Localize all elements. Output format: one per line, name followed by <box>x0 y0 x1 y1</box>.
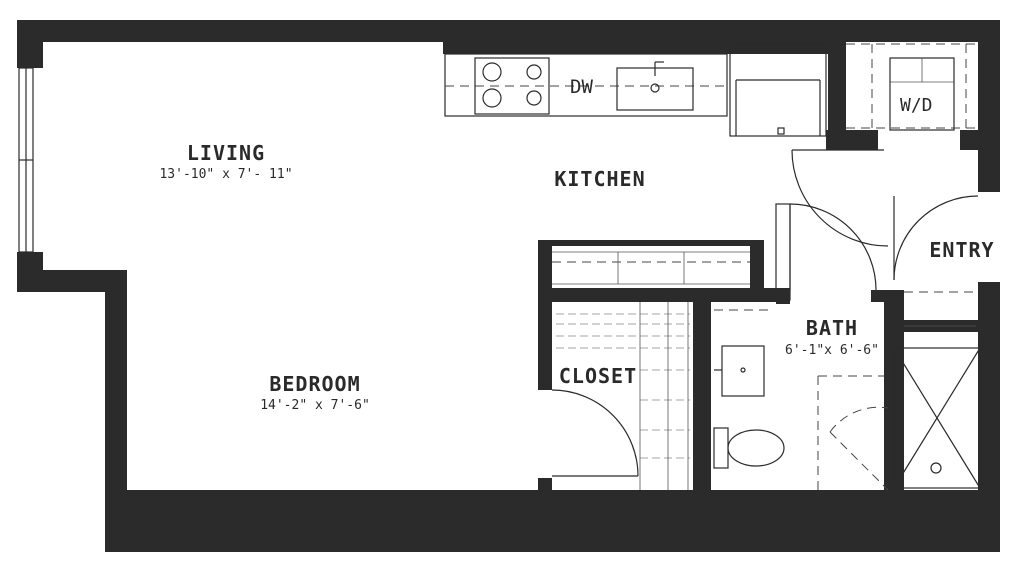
window <box>18 67 34 253</box>
entry-label: ENTRY <box>929 238 994 262</box>
bath-label: BATH <box>806 316 858 340</box>
living-room-dimensions: 13'-10" x 7'- 11" <box>159 167 292 182</box>
door-swings <box>551 149 979 491</box>
interior-walls <box>538 203 1000 490</box>
washer-dryer-closet <box>846 43 976 131</box>
closet-label: CLOSET <box>559 364 637 388</box>
bath-fixtures <box>713 291 981 490</box>
bath-dimensions: 6'-1"x 6'-6" <box>785 343 879 358</box>
kitchen-counter <box>444 43 827 137</box>
living-room-label: LIVING <box>187 141 265 165</box>
washer-dryer-label: W/D <box>900 95 933 116</box>
dishwasher-label: DW <box>570 76 593 98</box>
bedroom-label: BEDROOM <box>269 372 360 396</box>
bedroom-dimensions: 14'-2" x 7'-6" <box>260 398 370 413</box>
exterior-walls <box>17 20 1000 552</box>
shelves <box>552 251 770 490</box>
kitchen-label: KITCHEN <box>554 167 645 191</box>
